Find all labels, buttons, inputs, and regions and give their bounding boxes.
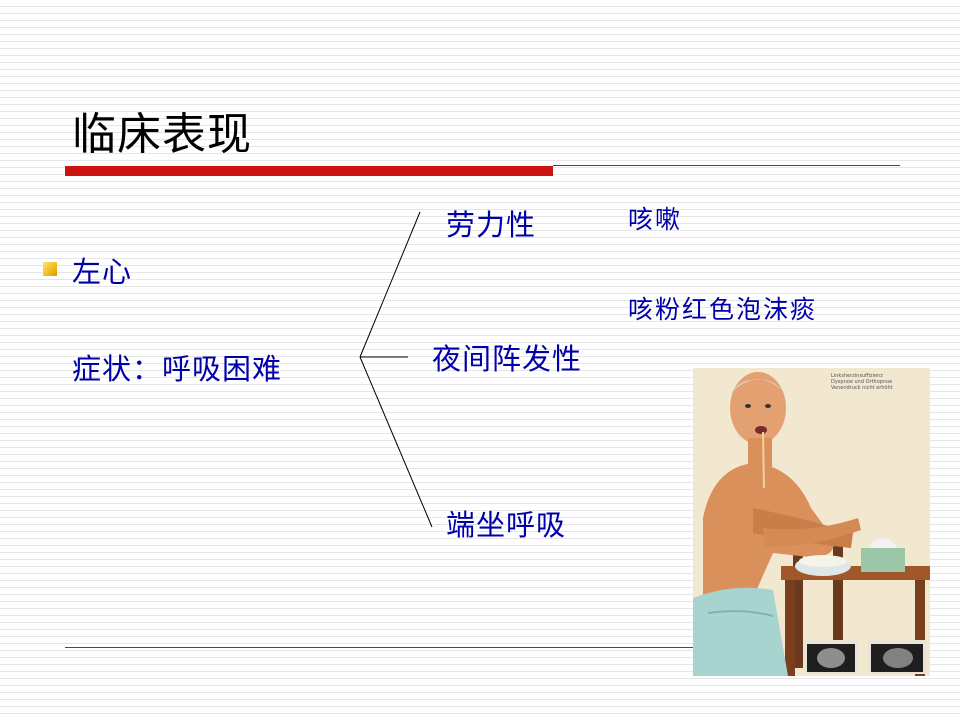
- branch-exertional: 劳力性: [446, 208, 537, 242]
- orthopnea-patient-illustration: Linksherzinsuffizienz Dyspnoe und Orthop…: [693, 368, 930, 676]
- symptom-text: 症状：呼吸困难: [72, 352, 283, 386]
- branch-line-top: [359, 211, 421, 358]
- cough-text: 咳嗽: [628, 205, 683, 234]
- illustration-caption-line-2: Dyspnoe und Orthopnoe: [831, 379, 892, 385]
- illustration-caption-line-1: Linksherzinsuffizienz: [831, 373, 883, 379]
- bullet-text-left-heart: 左心: [72, 255, 133, 289]
- title-underline-bar: [65, 166, 553, 176]
- branch-orthopnea: 端坐呼吸: [446, 508, 567, 542]
- title-underline-rule: [553, 165, 900, 166]
- pink-sputum-text: 咳粉红色泡沫痰: [628, 295, 818, 324]
- footer-rule: [65, 647, 900, 648]
- branch-line-bottom: [359, 356, 433, 528]
- branch-paroxysmal-nocturnal: 夜间阵发性: [432, 342, 583, 376]
- bullet-square-icon: [43, 262, 57, 276]
- slide-title: 临床表现: [72, 109, 252, 160]
- illustration-caption-line-3: Venendruck nicht erhöht: [831, 385, 893, 391]
